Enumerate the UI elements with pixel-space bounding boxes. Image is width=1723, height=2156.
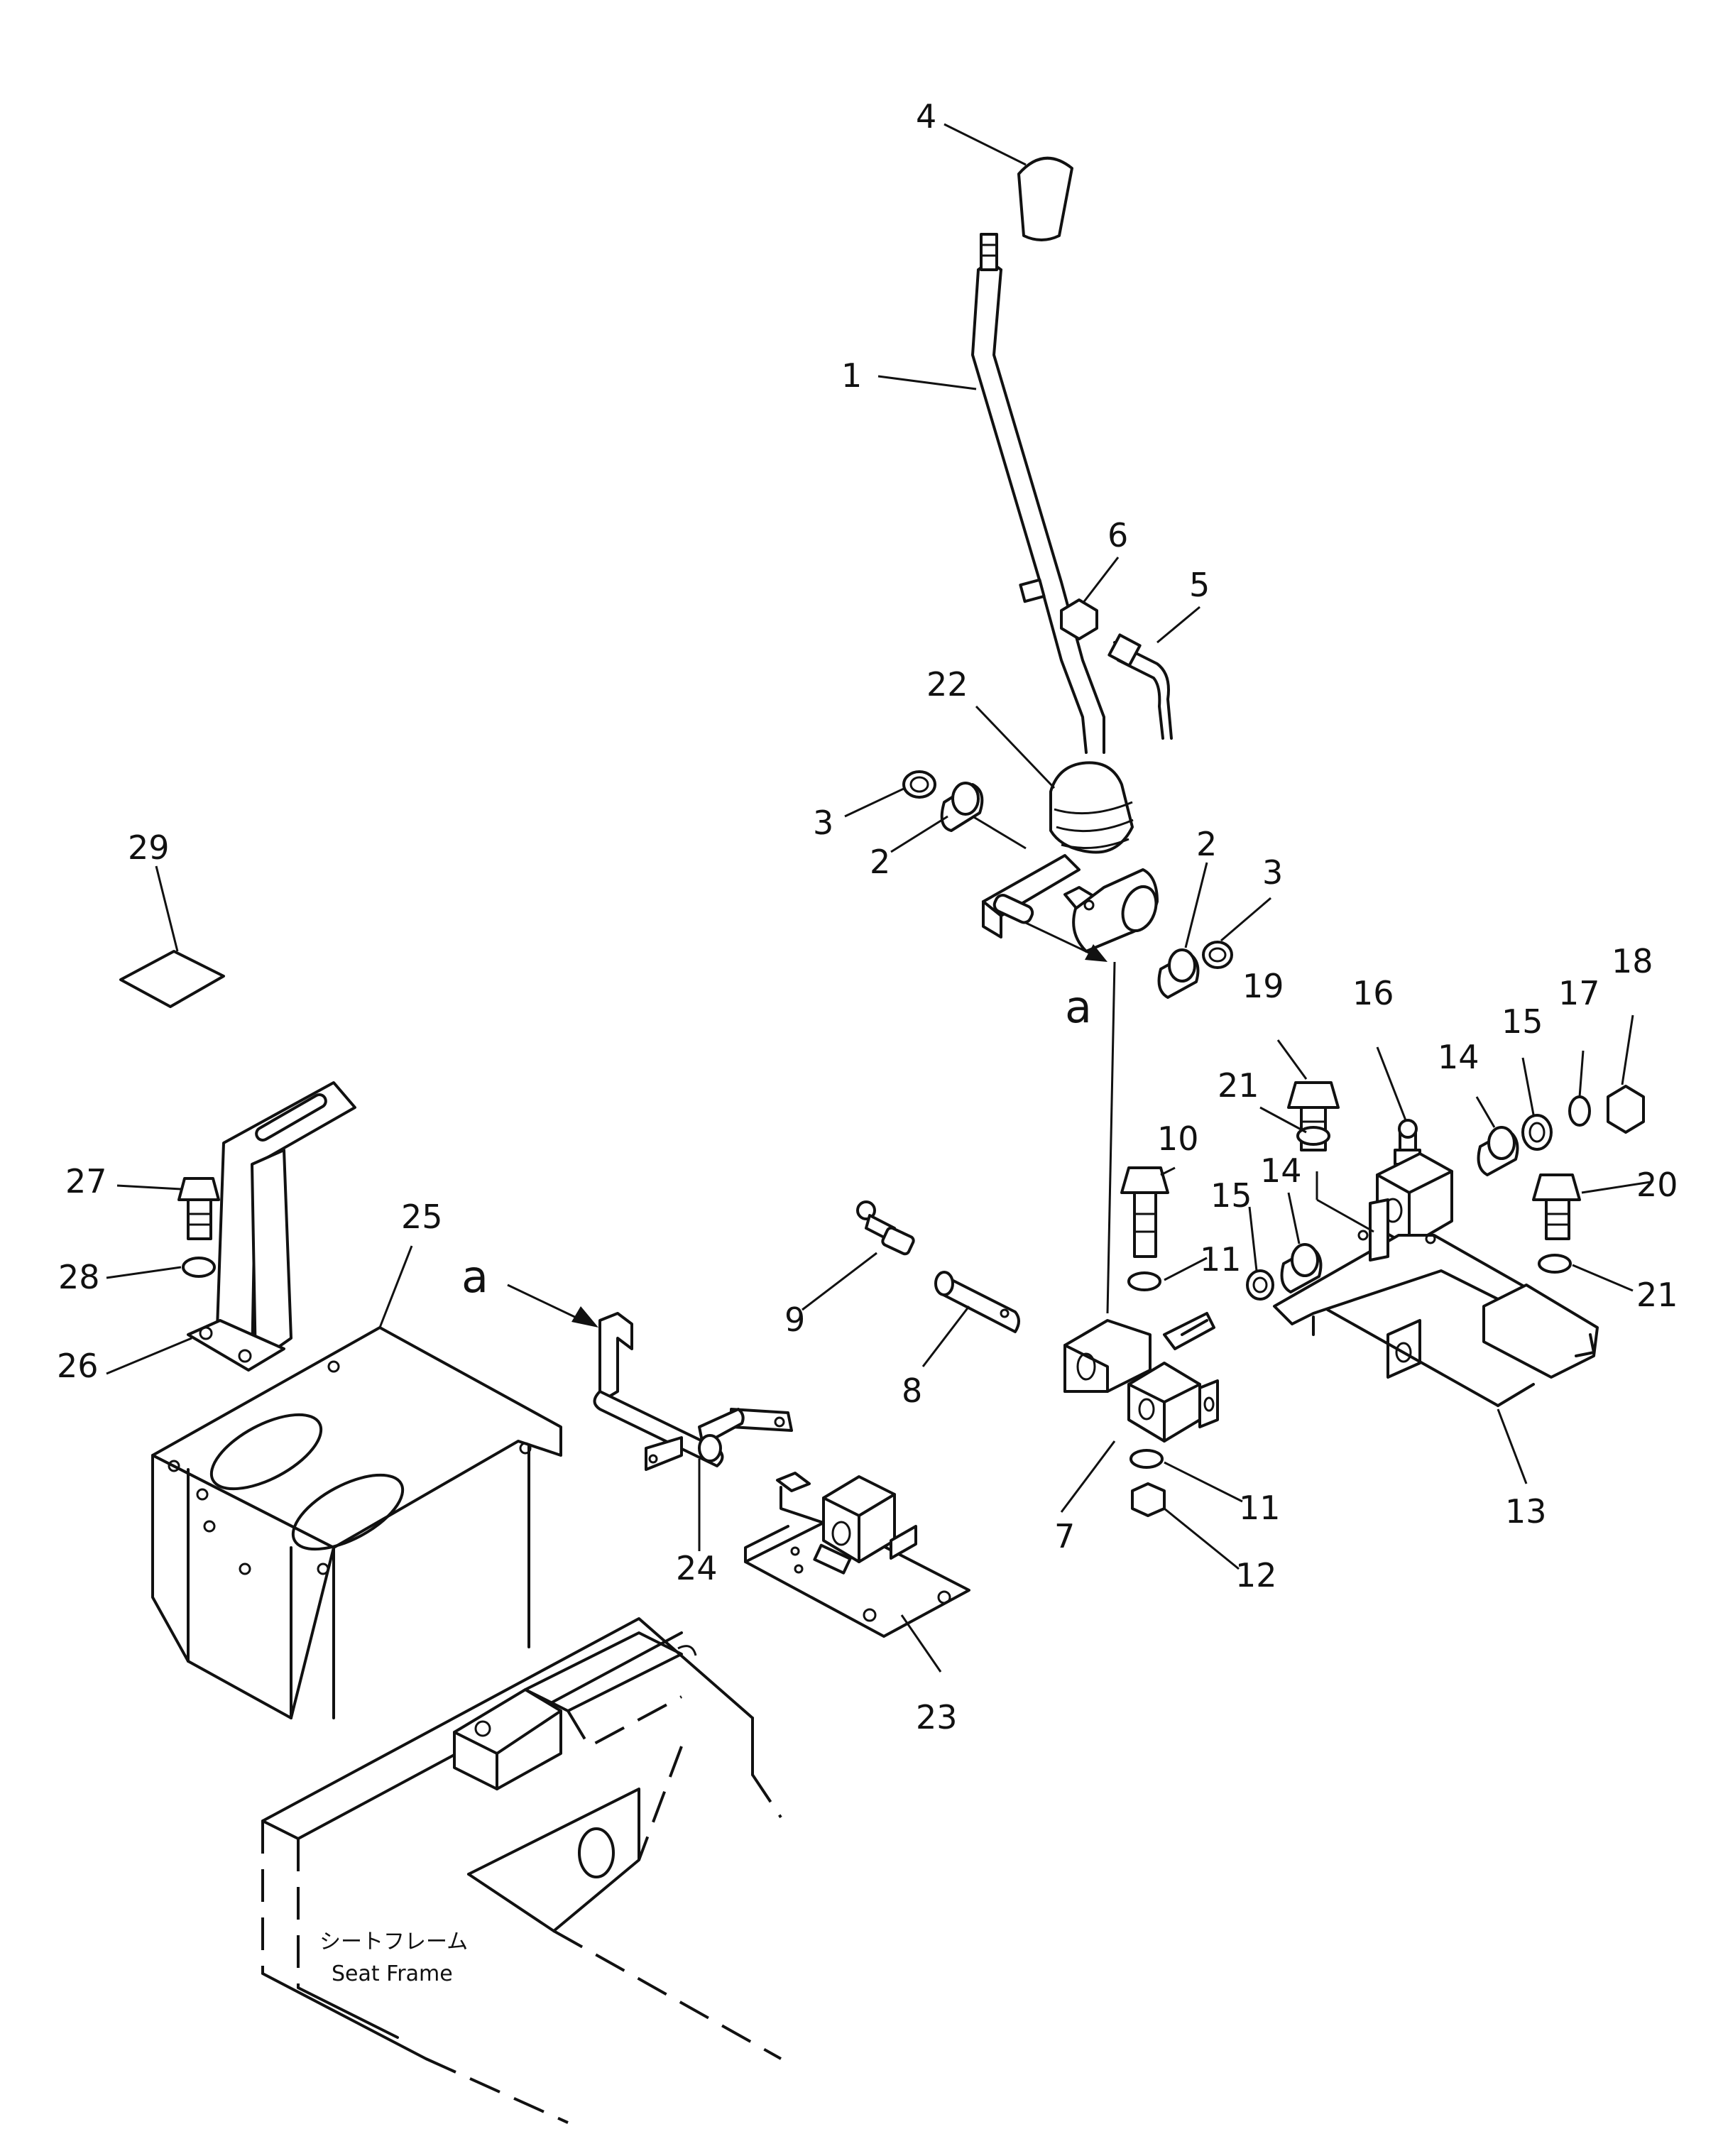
callout-8: 8 — [902, 1372, 922, 1410]
part-15-bushing-lower — [1246, 1269, 1274, 1301]
callout-11: 11 — [1200, 1240, 1242, 1279]
seat-frame-outline — [261, 1617, 782, 2124]
part-14-bushing-top — [1477, 1126, 1519, 1176]
callout-9: 9 — [784, 1301, 805, 1339]
callout-19: 19 — [1242, 967, 1284, 1005]
part-2-bushing-left — [940, 782, 984, 832]
callout-26: 26 — [57, 1347, 99, 1385]
part-14-bushing-lower — [1280, 1243, 1323, 1293]
callout-1: 1 — [841, 356, 862, 395]
part-28-washer — [182, 1257, 216, 1278]
callout-5: 5 — [1189, 566, 1210, 604]
part-4-knob — [1017, 156, 1073, 241]
callout-7: 7 — [1054, 1517, 1075, 1555]
callout-4: 4 — [916, 97, 936, 136]
callout-27: 27 — [65, 1162, 107, 1200]
callout-28: 28 — [58, 1258, 100, 1296]
part-8-pin — [934, 1271, 1020, 1333]
callout-22: 22 — [926, 665, 968, 704]
part-3-bushing-right — [1202, 941, 1233, 969]
callout-23: 23 — [916, 1698, 958, 1736]
part-26-bracket — [187, 1081, 356, 1372]
callout-25: 25 — [401, 1198, 443, 1236]
callout-14: 14 — [1260, 1151, 1302, 1190]
part-11-washer-top — [1127, 1271, 1161, 1291]
callout-15: 15 — [1502, 1002, 1543, 1041]
lever-base-bracket — [982, 854, 1159, 953]
part-5-pipe — [1107, 633, 1173, 740]
callout-21: 21 — [1636, 1276, 1678, 1314]
part-11-washer-lower — [1129, 1449, 1164, 1469]
part-22-boot — [1049, 761, 1134, 854]
callout-18: 18 — [1612, 942, 1653, 980]
callout-13: 13 — [1505, 1492, 1547, 1531]
callout-29: 29 — [128, 828, 170, 867]
callout-21: 21 — [1218, 1066, 1259, 1105]
part-10-bolt — [1120, 1166, 1169, 1258]
callout-2: 2 — [870, 843, 890, 881]
part-6-nut — [1060, 598, 1098, 640]
part-25-cover — [151, 1326, 562, 1719]
callout-20: 20 — [1636, 1166, 1678, 1204]
part-13-bracket — [1273, 1152, 1599, 1407]
seat-frame-label-jp: シートフレーム — [319, 1930, 468, 1954]
callout-16: 16 — [1352, 974, 1394, 1012]
reference-a-upper: a — [1065, 981, 1092, 1033]
callout-3: 3 — [1262, 853, 1283, 892]
reference-a-lower: a — [461, 1251, 488, 1303]
part-27-bolt — [177, 1177, 220, 1240]
part-17-washer — [1568, 1095, 1591, 1127]
part-2-bushing-right — [1157, 948, 1200, 999]
callout-11: 11 — [1239, 1489, 1281, 1527]
part-15-bushing-top — [1521, 1114, 1553, 1151]
seat-frame-label-en: Seat Frame — [332, 1961, 453, 1986]
part-20-bolt — [1532, 1173, 1581, 1240]
part-23-plate — [744, 1472, 970, 1638]
callout-14: 14 — [1438, 1038, 1479, 1076]
callout-24: 24 — [676, 1549, 718, 1587]
callout-12: 12 — [1235, 1556, 1277, 1594]
part-21-washer-right — [1538, 1254, 1572, 1274]
callout-2: 2 — [1196, 825, 1217, 863]
part-1-lever — [971, 233, 1105, 754]
part-12-nut — [1131, 1482, 1166, 1517]
part-7-bracket — [1063, 1312, 1219, 1443]
callout-15: 15 — [1210, 1176, 1252, 1215]
callout-6: 6 — [1107, 516, 1128, 554]
part-9-grease-fitting — [856, 1200, 915, 1256]
leader-lines — [106, 123, 1651, 1673]
callout-3: 3 — [813, 804, 833, 842]
callout-10: 10 — [1157, 1120, 1199, 1158]
part-3-bushing-left — [902, 770, 936, 799]
part-24-linkage — [593, 1312, 793, 1471]
part-18-nut — [1607, 1085, 1645, 1134]
part-29-label-plate — [119, 950, 225, 1008]
callout-17: 17 — [1558, 974, 1600, 1012]
